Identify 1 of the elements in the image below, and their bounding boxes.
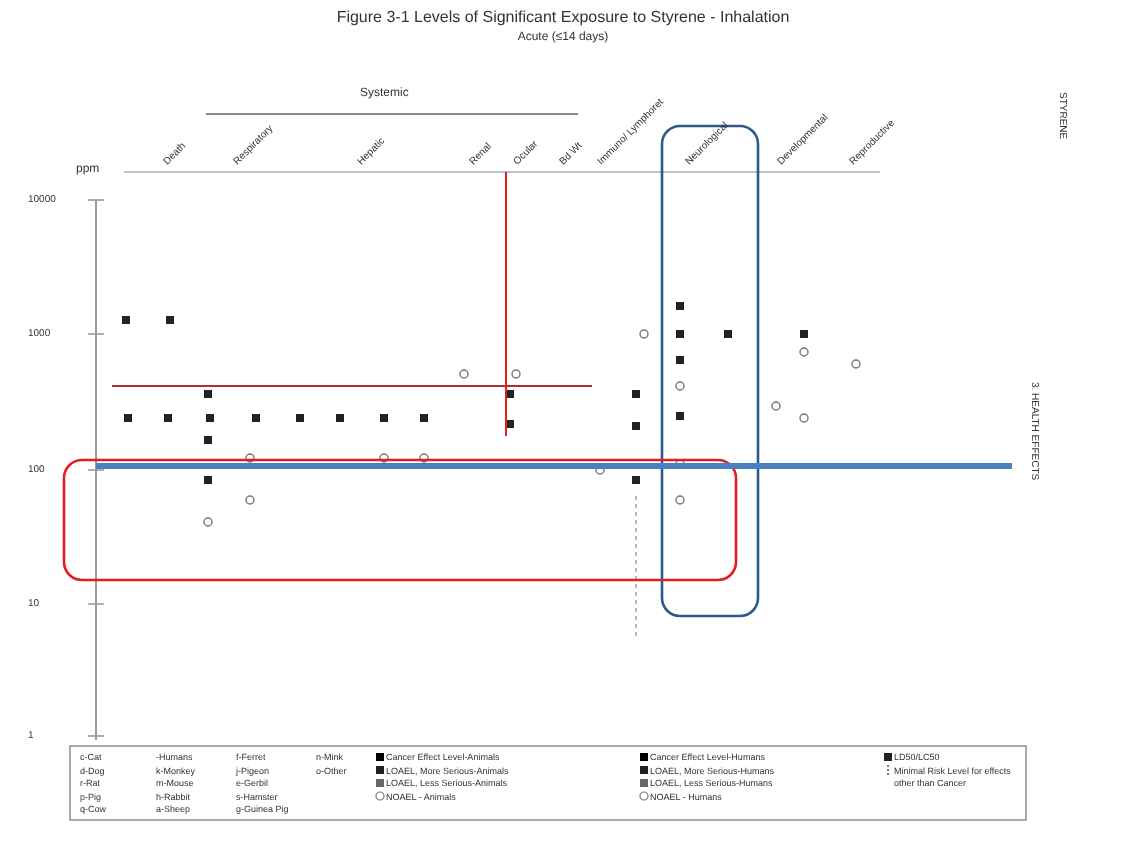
chart-title: Figure 3-1 Levels of Significant Exposure to Styrene - Inhalation (334, 8, 792, 26)
